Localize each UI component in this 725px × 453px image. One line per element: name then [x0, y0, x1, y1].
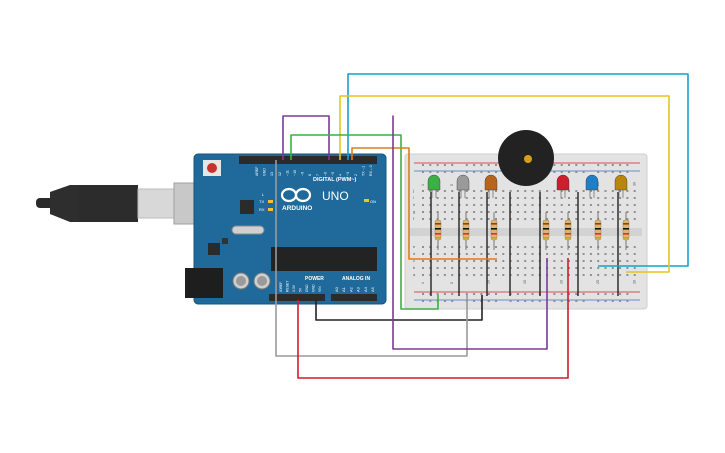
- row-letter: d: [413, 251, 415, 256]
- power-jack: [185, 268, 223, 298]
- wire-blue: [347, 73, 689, 267]
- resistors: [430, 192, 630, 296]
- column-number: 20: [560, 280, 564, 284]
- led-red: [556, 174, 570, 191]
- column-number: 5: [450, 184, 454, 186]
- atmega-chip: [271, 247, 377, 271]
- analog-header: [331, 294, 377, 301]
- digital-pin-label: 12: [278, 172, 282, 176]
- power-pin-label: 3.3V: [292, 284, 296, 292]
- digital-pin-label: 2: [354, 174, 358, 176]
- arduino-uno-board: ARDUINO UNO DIGITAL (PWM~) TX RX L ON PO…: [185, 153, 387, 305]
- column-number: 10: [487, 280, 491, 284]
- resistor: [594, 219, 602, 241]
- digital-pin-label: 8: [308, 174, 312, 176]
- wire-green-top: [290, 134, 439, 310]
- column-number: 25: [596, 280, 600, 284]
- column-number: 5: [450, 282, 454, 284]
- digital-pin-label: ~9: [301, 172, 305, 176]
- digital-pin-label: ~10: [293, 170, 297, 176]
- row-letter: c: [413, 258, 415, 263]
- digital-label: DIGITAL (PWM~): [313, 177, 357, 183]
- column-number: 30: [633, 182, 637, 186]
- digital-pin-label: ~6: [323, 172, 327, 176]
- row-letter: j: [412, 188, 414, 193]
- digital-pin-label: 7: [316, 174, 320, 176]
- column-number: 15: [523, 280, 527, 284]
- resistor: [490, 219, 498, 241]
- rx-label: RX: [259, 207, 265, 212]
- usb-chip: [240, 200, 254, 214]
- row-letter: g: [413, 209, 415, 214]
- analog-pin-label: A1: [341, 286, 346, 292]
- wires: [275, 73, 689, 379]
- wire-yellow: [339, 95, 670, 273]
- power-pin-label: IOREF: [279, 282, 283, 292]
- wire-black: [315, 295, 483, 321]
- row-letter: h: [413, 202, 415, 207]
- digital-pin-label: TX→1: [361, 166, 365, 176]
- column-number: 1: [421, 184, 425, 186]
- column-number: 30: [633, 280, 637, 284]
- analog-pin-label: A5: [370, 286, 375, 292]
- wire-gray: [275, 160, 468, 357]
- digital-pin-label: ~5: [331, 172, 335, 176]
- model-label: UNO: [322, 189, 349, 203]
- digital-pin-label: RX←0: [369, 165, 373, 176]
- led-orange: [484, 174, 498, 191]
- leds: [427, 174, 628, 198]
- l-label: L: [262, 192, 265, 197]
- power-pin-label: GND: [305, 284, 309, 292]
- analog-pin-label: A3: [356, 286, 361, 292]
- arduino-logo: ARDUINO UNO: [280, 187, 349, 212]
- wire-orange: [351, 147, 497, 260]
- digital-pin-label: 4: [339, 174, 343, 176]
- led-blue: [585, 174, 599, 191]
- usb-cable: [36, 182, 211, 225]
- resistor: [462, 219, 470, 241]
- wire-purple-top: [282, 115, 330, 160]
- led-white: [456, 174, 470, 191]
- row-letter: b: [413, 265, 416, 270]
- analog-pin-label: A2: [348, 286, 353, 292]
- led-yellow: [614, 174, 628, 191]
- digital-pin-label: ~11: [285, 170, 289, 176]
- power-pin-label: RESET: [286, 281, 290, 292]
- analog-label: ANALOG IN: [342, 276, 370, 282]
- wire-red: [297, 258, 569, 379]
- wire-purple-bottom: [392, 115, 548, 350]
- power-pin-label: VIN: [318, 286, 322, 292]
- analog-pin-label: A4: [363, 286, 368, 292]
- tx-label: TX: [259, 199, 264, 204]
- row-letter: i: [413, 195, 414, 200]
- digital-pin-label: 13: [270, 172, 274, 176]
- power-pin-label: GND: [312, 284, 316, 292]
- power-label: POWER: [305, 276, 324, 282]
- logo-text: ARDUINO: [282, 205, 312, 212]
- resistor: [434, 219, 442, 241]
- column-number: 1: [421, 282, 425, 284]
- resistor: [622, 219, 630, 241]
- digital-pin-label: ~3: [346, 172, 350, 176]
- power-header: [269, 294, 325, 301]
- power-pin-label: 5V: [299, 287, 303, 292]
- digital-header: [239, 156, 377, 164]
- digital-pin-label: AREF: [255, 166, 259, 176]
- row-letter: e: [413, 244, 416, 249]
- digital-pin-label: GND: [263, 168, 267, 176]
- analog-pin-label: A0: [334, 286, 339, 292]
- resistor: [564, 219, 572, 241]
- led-green: [427, 174, 441, 191]
- resistor: [542, 219, 550, 241]
- row-letter: a: [413, 272, 416, 277]
- row-letter: f: [413, 216, 415, 221]
- on-label: ON: [370, 199, 376, 204]
- piezo-buzzer: [498, 130, 554, 186]
